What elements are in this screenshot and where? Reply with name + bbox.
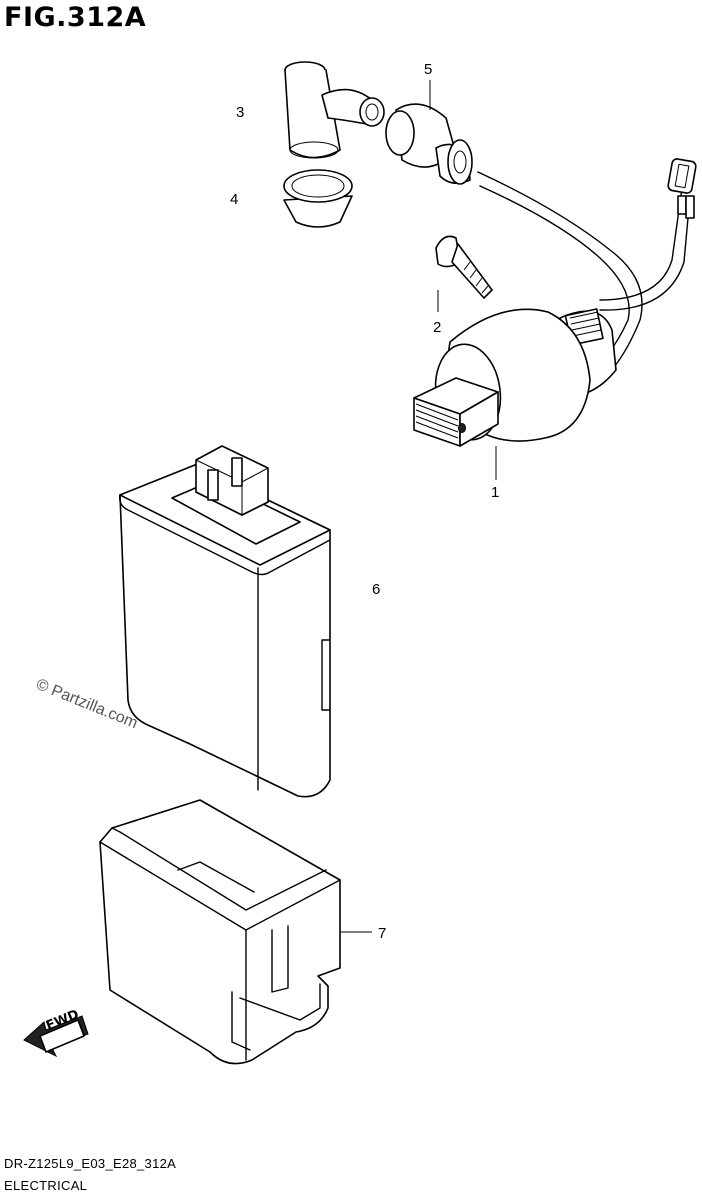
callout-6: 6 <box>372 581 381 598</box>
ignition-coil <box>413 308 617 447</box>
figure-code: DR-Z125L9_E03_E28_312A <box>4 1156 177 1171</box>
callout-5: 5 <box>424 61 433 78</box>
forward-direction-arrow <box>23 1015 89 1058</box>
cable-grommet <box>385 103 473 185</box>
section-name: ELECTRICAL <box>4 1178 88 1193</box>
leader-lines <box>340 80 497 933</box>
cap-seal <box>283 169 353 228</box>
spark-plug-cap <box>284 61 385 159</box>
callout-7: 7 <box>378 925 387 942</box>
cdi-unit <box>118 445 331 798</box>
callout-4: 4 <box>230 191 239 208</box>
cdi-case <box>99 799 341 1065</box>
callout-3: 3 <box>236 104 245 121</box>
figure-title: FIG.312A <box>4 2 147 33</box>
wire-connector <box>667 158 697 219</box>
callout-2: 2 <box>433 319 442 336</box>
mounting-bolt <box>435 235 493 299</box>
callout-1: 1 <box>491 484 500 501</box>
